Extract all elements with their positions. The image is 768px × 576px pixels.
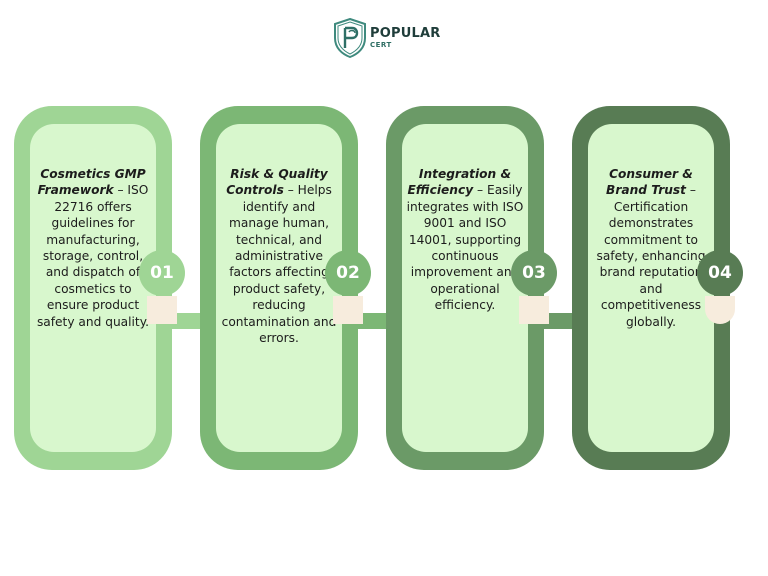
step-number-badge-1: 01 (139, 250, 185, 296)
step-body: – Helps identify and manage human, techn… (221, 183, 337, 346)
step-card-1: Cosmetics GMP Framework – ISO 22716 offe… (14, 106, 172, 470)
step-body: – Certification demonstrates commitment … (596, 183, 706, 329)
step-description: Risk & Quality Controls – Helps identify… (220, 166, 338, 346)
step-body: – ISO 22716 offers guidelines for manufa… (36, 183, 150, 329)
step-heading: Integration & Efficiency (407, 167, 512, 198)
step-number-badge-2: 02 (325, 250, 371, 296)
step-number-badge-4: 04 (697, 250, 743, 296)
badge-accent (147, 296, 177, 324)
step-description: Cosmetics GMP Framework – ISO 22716 offe… (34, 166, 152, 330)
brand-logo: POPULAR CERT (334, 18, 440, 58)
step-card-inner: Risk & Quality Controls – Helps identify… (216, 124, 342, 452)
logo-subtitle: CERT (370, 41, 392, 49)
step-card-inner: Cosmetics GMP Framework – ISO 22716 offe… (30, 124, 156, 452)
step-number-badge-3: 03 (511, 250, 557, 296)
badge-accent (333, 296, 363, 324)
step-body: – Easily integrates with ISO 9001 and IS… (406, 183, 524, 313)
step-heading: Consumer & Brand Trust (606, 167, 693, 198)
badge-accent (705, 296, 735, 324)
step-card-inner: Consumer & Brand Trust – Certification d… (588, 124, 714, 452)
shield-logo-icon (334, 18, 366, 58)
step-description: Integration & Efficiency – Easily integr… (406, 166, 524, 314)
step-card-inner: Integration & Efficiency – Easily integr… (402, 124, 528, 452)
badge-accent (519, 296, 549, 324)
step-card-3: Integration & Efficiency – Easily integr… (386, 106, 544, 470)
step-description: Consumer & Brand Trust – Certification d… (592, 166, 710, 330)
step-heading: Risk & Quality Controls (226, 167, 328, 198)
logo-title: POPULAR (370, 26, 441, 41)
step-heading: Cosmetics GMP Framework (37, 167, 146, 198)
